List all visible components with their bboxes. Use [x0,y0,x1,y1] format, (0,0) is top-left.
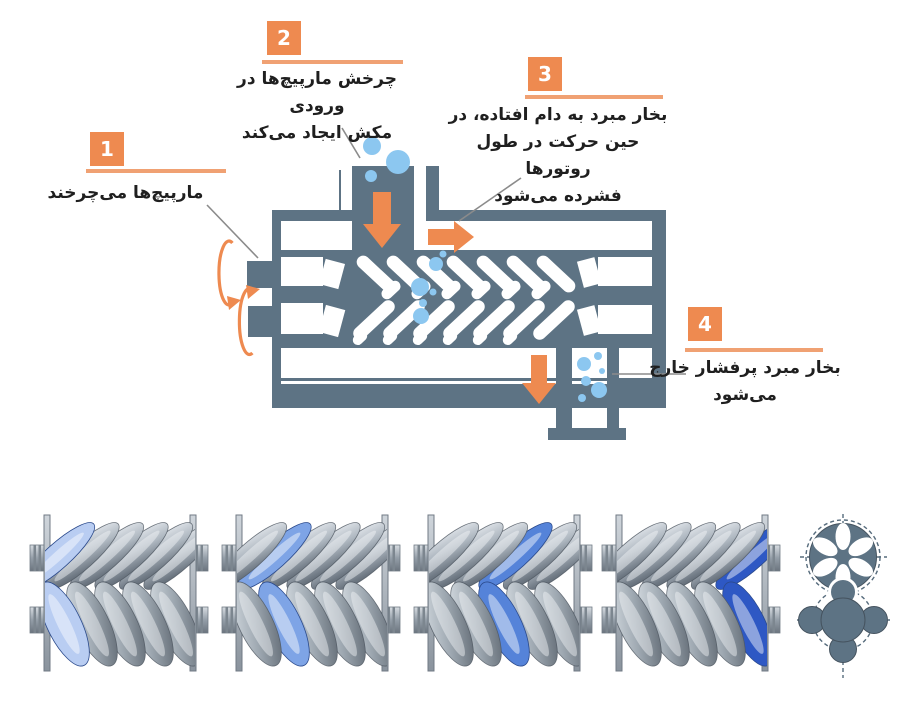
step-caption: مارپیچ‌ها می‌چرخند [47,183,204,203]
shaft-rotation-arrows-icon [217,239,260,357]
rotor-block [281,250,652,348]
step-caption: بخار مبرد به دام افتاده، در حین حرکت در … [448,105,668,206]
inlet-flow-arrow-icon [363,192,401,248]
callout-underline [86,169,226,173]
refrigerant-bubbles-outlet [577,352,607,402]
rotor-profile-diagram [797,514,890,678]
inlet-duct [312,166,439,252]
refrigerant-bubbles-core [411,250,447,324]
callout-underline [262,60,403,64]
suction-flow-arrow-icon [428,221,474,253]
rotor-mesh-frame [413,514,593,672]
callout-underline [525,95,663,99]
rotor-mesh-sequence [29,514,781,672]
rotor-mesh-frame [29,514,209,672]
drive-shaft-stubs [247,261,273,337]
step-number-badge: 4 [688,307,722,341]
rotor-mesh-frame [601,514,781,672]
compressor-cutaway [206,127,686,440]
discharge-flow-arrow-icon [522,355,556,404]
housing-bottom-seam [281,381,613,384]
male-rotor-profile [798,577,888,663]
rotor-chevrons [352,255,576,346]
step-caption: بخار مبرد پرفشار خارج می‌شود [649,358,841,405]
refrigerant-bubbles-inlet [363,137,410,182]
callout-lines [206,127,686,375]
callout-line-2 [341,127,361,159]
step-number-badge: 2 [267,21,301,55]
step-number-badge: 1 [90,132,124,166]
rotor-mesh-frame [221,514,401,672]
step-number-badge: 3 [528,57,562,91]
female-rotor-profile [809,523,877,591]
callout-line-1 [206,204,259,259]
discharge-duct [548,348,626,440]
step-caption: چرخش مارپیچ‌ها در ورودی مکش ایجاد می‌کند [237,69,397,143]
callout-line-3 [458,177,522,222]
callout-underline [685,348,823,352]
